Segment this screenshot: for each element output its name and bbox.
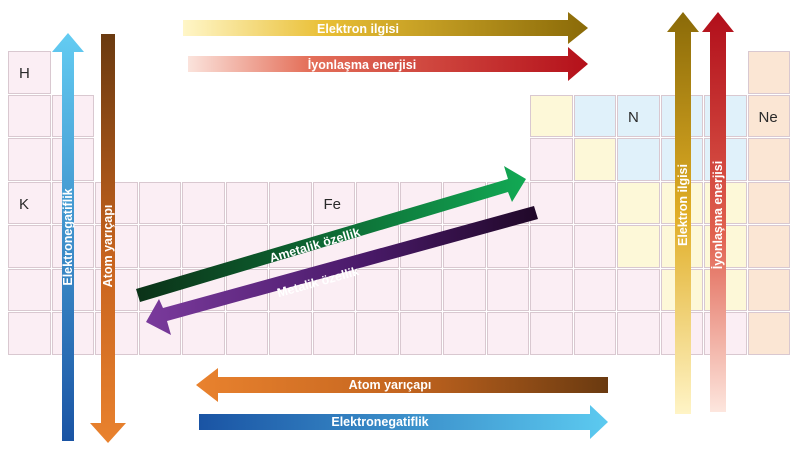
top-electron-affinity-label: Elektron ilgisi (317, 22, 399, 36)
element-symbol: Ne (758, 108, 778, 126)
element-cell: H (8, 51, 51, 94)
element-cell (8, 312, 51, 355)
element-cell (617, 225, 660, 268)
element-cell (269, 312, 312, 355)
element-symbol: K (19, 195, 30, 213)
element-cell (138, 225, 181, 268)
left-electronegativity-label: Elektronegatiflik (61, 188, 75, 285)
left-electronegativity-arrow: Elektronegatiflik (52, 33, 84, 441)
element-cell (8, 225, 51, 268)
element-cell (573, 268, 616, 311)
left-atomic-radius-label: Atom yarıçapı (101, 205, 115, 288)
element-cell (617, 312, 660, 355)
element-symbol: H (19, 65, 30, 82)
element-cell (182, 312, 225, 355)
element-cell (747, 268, 790, 311)
right-ionization-energy-label: İyonlaşma enerjisi (710, 161, 725, 269)
bottom-atomic-radius-label: Atom yarıçapı (349, 378, 432, 392)
element-cell (530, 225, 573, 268)
right-electron-affinity-label: Elektron ilgisi (676, 164, 690, 246)
element-cell (573, 225, 616, 268)
top-ionization-energy-arrow: İyonlaşma enerjisi (188, 47, 588, 81)
right-electron-affinity-arrow: Elektron ilgisi (667, 12, 699, 414)
element-cell (747, 138, 790, 181)
right-ionization-energy-arrow: İyonlaşma enerjisi (702, 12, 734, 412)
top-electron-affinity-arrow: Elektron ilgisi (183, 12, 588, 44)
element-cell (617, 138, 660, 181)
element-cell (573, 312, 616, 355)
element-cell (530, 181, 573, 224)
bottom-electronegativity-label: Elektronegatiflik (331, 415, 428, 429)
element-cell (8, 268, 51, 311)
element-cell (399, 312, 442, 355)
element-cell (747, 181, 790, 224)
element-cell (8, 94, 51, 137)
element-cell: Fe (312, 181, 355, 224)
element-cell (486, 312, 529, 355)
left-atomic-radius-arrow: Atom yarıçapı (90, 34, 126, 443)
element-cell (182, 181, 225, 224)
element-cell (356, 312, 399, 355)
element-cell (486, 268, 529, 311)
element-cell (312, 268, 355, 311)
element-cell (530, 268, 573, 311)
element-cell (225, 181, 268, 224)
top-ionization-energy-label: İyonlaşma enerjisi (308, 57, 416, 72)
element-cell (399, 268, 442, 311)
element-cell (8, 138, 51, 181)
element-cell (225, 312, 268, 355)
element-cell (530, 94, 573, 137)
element-cell (617, 268, 660, 311)
element-cell (530, 138, 573, 181)
element-cell (182, 225, 225, 268)
element-cell (573, 138, 616, 181)
element-cell (747, 51, 790, 94)
element-cell (138, 181, 181, 224)
element-cell (443, 268, 486, 311)
element-symbol: N (628, 108, 639, 126)
element-cell: Ne (747, 94, 790, 137)
element-cell: K (8, 181, 51, 224)
element-cell (486, 225, 529, 268)
element-cell (269, 181, 312, 224)
bottom-electronegativity-arrow: Elektronegatiflik (199, 405, 608, 439)
element-cell: N (617, 94, 660, 137)
element-cell (312, 312, 355, 355)
element-cell (573, 94, 616, 137)
element-symbol: Fe (323, 195, 342, 213)
element-cell (573, 181, 616, 224)
bottom-atomic-radius-arrow: Atom yarıçapı (196, 368, 608, 402)
element-cell (443, 312, 486, 355)
element-cell (530, 312, 573, 355)
element-cell (747, 225, 790, 268)
element-cell (747, 312, 790, 355)
element-cell (617, 181, 660, 224)
element-cell (356, 268, 399, 311)
